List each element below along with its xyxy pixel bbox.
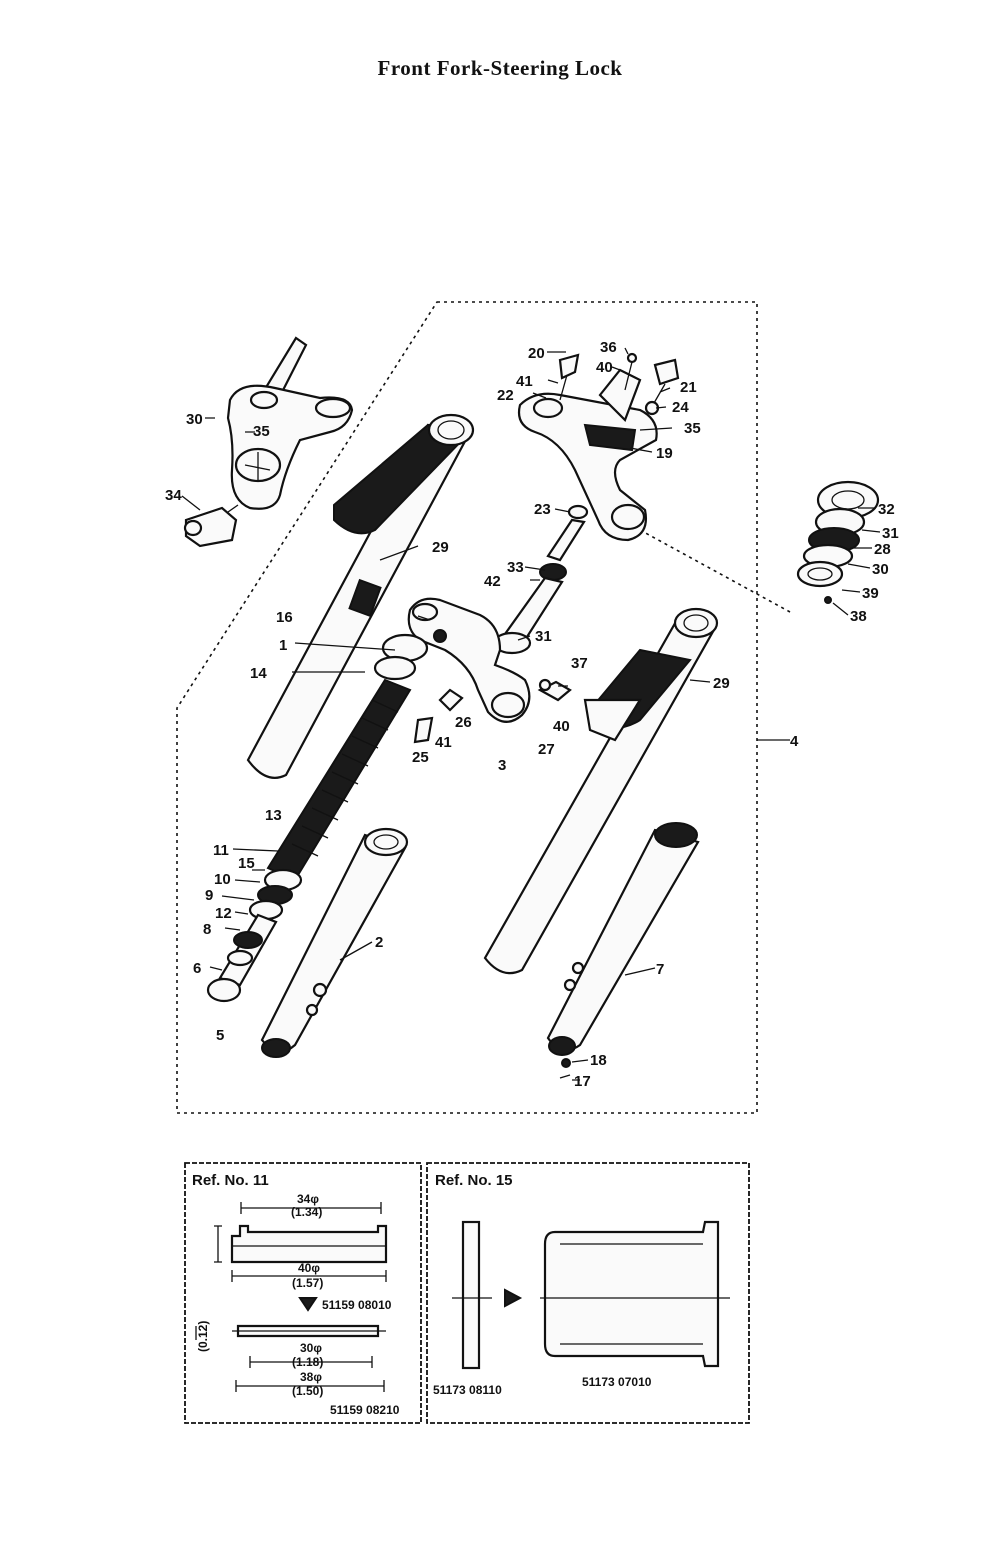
callout-3: 3 xyxy=(498,757,506,774)
callout-35: 35 xyxy=(253,423,270,440)
callout-27: 27 xyxy=(538,741,555,758)
callout-41: 41 xyxy=(516,373,533,390)
part-number-51159-08010: 51159 08010 xyxy=(322,1298,392,1312)
callout-29: 29 xyxy=(432,539,449,556)
callout-36: 36 xyxy=(600,339,617,356)
part-number-51173-08110: 51173 08110 xyxy=(433,1383,502,1397)
callout-5: 5 xyxy=(216,1027,224,1044)
callout-13: 13 xyxy=(265,807,282,824)
callout-17: 17 xyxy=(574,1073,591,1090)
callout-29: 29 xyxy=(713,675,730,692)
callout-21: 21 xyxy=(680,379,697,396)
part-29-left-fork-cover xyxy=(246,413,475,779)
assembly-boundary xyxy=(176,301,758,1114)
callout-labels: 20 36 40 41 22 21 24 35 19 30 35 34 23 2… xyxy=(165,339,899,1090)
callout-39: 39 xyxy=(862,585,879,602)
callout-15: 15 xyxy=(238,855,255,872)
part-number-51173-07010: 51173 07010 xyxy=(582,1375,652,1389)
callout-2: 2 xyxy=(375,934,383,951)
callout-6: 6 xyxy=(193,960,201,977)
leader-lines xyxy=(181,347,881,1081)
callout-24: 24 xyxy=(672,399,689,416)
callout-38: 38 xyxy=(850,608,867,625)
callout-4: 4 xyxy=(790,733,799,750)
callout-20: 20 xyxy=(528,345,545,362)
part-7-right-inner-tube xyxy=(546,822,700,1079)
callout-37: 37 xyxy=(571,655,588,672)
callout-30: 30 xyxy=(186,411,203,428)
ref-15-panel: Ref. No. 15 51173 08110 51173 07010 xyxy=(426,1162,750,1424)
callout-11: 11 xyxy=(213,842,229,859)
callout-1: 1 xyxy=(279,637,287,654)
steering-stem-assembly xyxy=(492,504,589,655)
callout-41: 41 xyxy=(435,734,452,751)
svg-text:(1.57): (1.57) xyxy=(292,1276,323,1290)
callout-12: 12 xyxy=(215,905,232,922)
callout-19: 19 xyxy=(656,445,673,462)
callout-34: 34 xyxy=(165,487,182,504)
callout-35: 35 xyxy=(684,420,701,437)
callout-7: 7 xyxy=(656,961,664,978)
callout-28: 28 xyxy=(874,541,891,558)
callout-14: 14 xyxy=(250,665,267,682)
svg-text:40φ: 40φ xyxy=(298,1261,320,1275)
callout-40: 40 xyxy=(553,718,570,735)
part-30-upper-bracket xyxy=(183,336,354,548)
svg-text:34φ: 34φ xyxy=(297,1192,319,1206)
callout-33: 33 xyxy=(507,559,524,576)
part-2-left-inner-tube xyxy=(260,827,409,1058)
callout-8: 8 xyxy=(203,921,211,938)
svg-text:(1.34): (1.34) xyxy=(291,1205,322,1219)
callout-31: 31 xyxy=(535,628,552,645)
ref-15-header: Ref. No. 15 xyxy=(435,1172,513,1189)
ref-11-header: Ref. No. 11 xyxy=(192,1172,269,1189)
bearing-group xyxy=(796,480,880,604)
callout-25: 25 xyxy=(412,749,429,766)
callout-23: 23 xyxy=(534,501,551,518)
callout-42: 42 xyxy=(484,573,501,590)
callout-31: 31 xyxy=(882,525,899,542)
svg-text:38φ: 38φ xyxy=(300,1370,322,1384)
callout-10: 10 xyxy=(214,871,231,888)
ref-11-panel: Ref. No. 11 34φ (1.34) 40φ (1.57) 51159 … xyxy=(184,1162,422,1424)
callout-9: 9 xyxy=(205,887,213,904)
callout-16: 16 xyxy=(276,609,293,626)
part-3-bottom-bridge xyxy=(407,597,572,744)
svg-text:(1.18): (1.18) xyxy=(292,1355,323,1369)
part-29-right-fork-cover xyxy=(483,607,719,975)
callout-26: 26 xyxy=(455,714,472,731)
callout-40: 40 xyxy=(596,359,613,376)
callout-32: 32 xyxy=(878,501,895,518)
svg-text:(1.50): (1.50) xyxy=(292,1384,323,1398)
callout-18: 18 xyxy=(590,1052,607,1069)
svg-text:(0.12): (0.12) xyxy=(196,1321,210,1352)
svg-text:30φ: 30φ xyxy=(300,1341,322,1355)
callout-22: 22 xyxy=(497,387,514,404)
fork-spring-damper xyxy=(206,633,429,1003)
part-number-51159-08210: 51159 08210 xyxy=(330,1403,400,1417)
part-19-top-bridge xyxy=(517,352,680,542)
page-title: Front Fork-Steering Lock xyxy=(377,56,623,80)
callout-30: 30 xyxy=(872,561,889,578)
